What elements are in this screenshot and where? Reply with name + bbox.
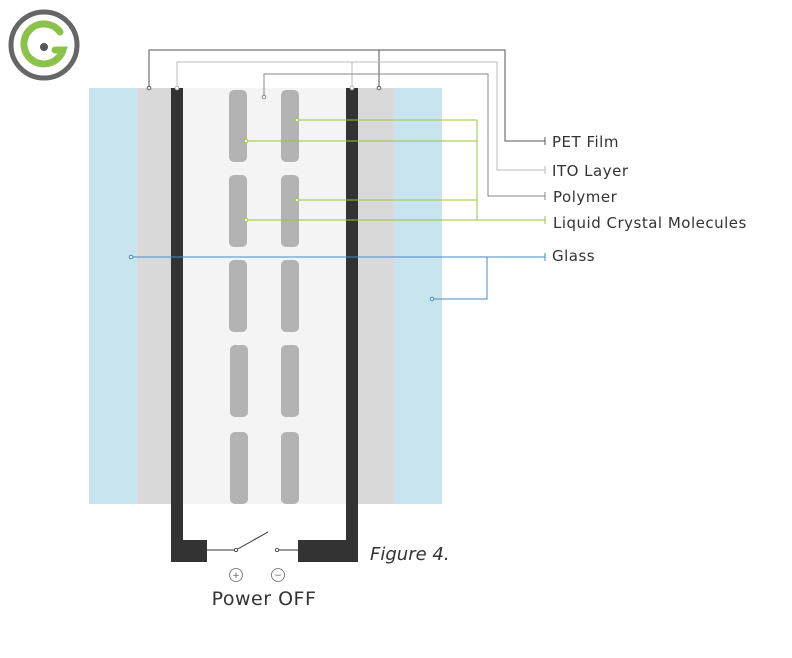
ito-layer-left [171, 88, 207, 562]
negative-terminal: − [271, 568, 285, 582]
label-ito-layer: ITO Layer [552, 162, 629, 180]
molecule [229, 90, 247, 162]
liquid-crystal-leader [243, 117, 546, 224]
polymer-leader [261, 73, 546, 200]
power-state-label: Power OFF [212, 588, 317, 610]
negative-symbol: − [274, 571, 282, 581]
molecule [230, 345, 248, 417]
liquid-crystal-molecules [229, 90, 299, 504]
pet-film-leader [146, 49, 546, 145]
glass-panel-right [392, 88, 442, 504]
polymer-layer [183, 88, 346, 504]
pet-film-left [137, 88, 171, 504]
molecule [281, 432, 299, 504]
molecule [229, 175, 247, 247]
logo-icon [8, 9, 80, 81]
label-liquid-crystal: Liquid Crystal Molecules [553, 214, 747, 232]
positive-terminal: + [229, 568, 243, 582]
label-glass: Glass [552, 247, 595, 265]
ito-layer-right [298, 88, 358, 562]
pet-film-right [358, 88, 394, 504]
molecule [230, 432, 248, 504]
molecule [281, 345, 299, 417]
molecule [229, 260, 247, 332]
molecule [281, 90, 299, 162]
switch-icon [207, 531, 298, 553]
figure-caption: Figure 4. [370, 544, 450, 565]
glass-leader [128, 253, 546, 302]
ito-layer-leader [174, 61, 546, 174]
positive-symbol: + [232, 571, 240, 581]
label-polymer: Polymer [553, 188, 618, 206]
molecule [281, 175, 299, 247]
molecule [281, 260, 299, 332]
label-pet-film: PET Film [552, 133, 619, 151]
glass-panel-left [89, 88, 139, 504]
